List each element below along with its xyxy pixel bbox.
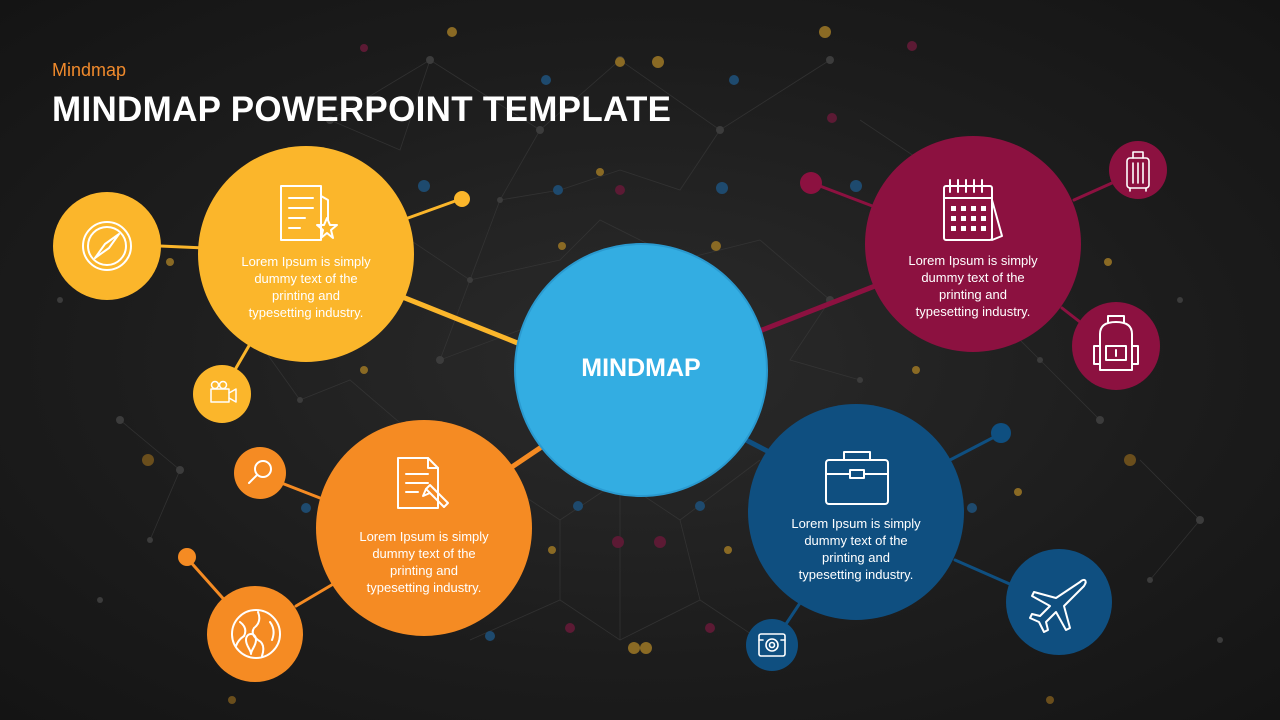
node-orange xyxy=(316,420,532,636)
center-node xyxy=(514,243,768,497)
document-pen-icon xyxy=(397,457,449,509)
node-navy xyxy=(748,404,964,620)
link-yellow-compass xyxy=(158,244,207,250)
luggage-icon xyxy=(1126,151,1150,192)
link-center-crimson xyxy=(759,283,878,333)
camera-icon xyxy=(758,633,786,657)
sat-globe xyxy=(207,586,303,682)
dot-orange xyxy=(178,548,196,566)
sat-airplane xyxy=(1006,549,1112,655)
dot-yellow xyxy=(454,191,470,207)
link-navy-camera xyxy=(784,601,802,626)
link-orange-search xyxy=(282,482,322,500)
sat-compass xyxy=(53,192,161,300)
node-crimson xyxy=(865,136,1081,352)
link-orange-globe xyxy=(294,581,337,608)
video-camera-icon xyxy=(210,380,237,403)
node-orange-text: Lorem Ipsum is simply dummy text of the … xyxy=(359,529,489,595)
dot-navy xyxy=(991,423,1011,443)
link-crimson-backpack xyxy=(1060,306,1082,324)
node-yellow-text: Lorem Ipsum is simply dummy text of the … xyxy=(241,254,371,320)
airplane-icon xyxy=(1029,578,1087,633)
link-navy-dot xyxy=(948,432,1002,462)
node-navy-text: Lorem Ipsum is simply dummy text of the … xyxy=(791,516,921,582)
globe-icon xyxy=(231,609,281,659)
link-yellow-video xyxy=(234,342,252,370)
briefcase-icon xyxy=(825,451,889,505)
link-crimson-luggage xyxy=(1072,181,1114,202)
link-center-yellow xyxy=(397,293,523,347)
backpack-icon xyxy=(1093,315,1139,371)
center-node-label: MINDMAP xyxy=(581,354,701,382)
certificate-document-icon xyxy=(280,185,338,241)
search-icon xyxy=(248,460,272,484)
calendar-icon xyxy=(943,179,1003,241)
slide-title: MINDMAP POWERPOINT TEMPLATE xyxy=(52,90,672,129)
link-navy-airplane xyxy=(953,558,1014,587)
sat-video xyxy=(193,365,251,423)
slide-subtitle: Mindmap xyxy=(52,60,127,80)
compass-icon xyxy=(82,221,132,271)
dot-crimson xyxy=(800,172,822,194)
node-crimson-text: Lorem Ipsum is simply dummy text of the … xyxy=(908,253,1038,319)
link-crimson-dot xyxy=(810,181,877,209)
link-yellow-dot xyxy=(406,198,460,220)
sat-camera xyxy=(746,619,798,671)
sat-search xyxy=(234,447,286,499)
node-yellow xyxy=(198,146,414,362)
link-orange-dot xyxy=(185,556,230,606)
